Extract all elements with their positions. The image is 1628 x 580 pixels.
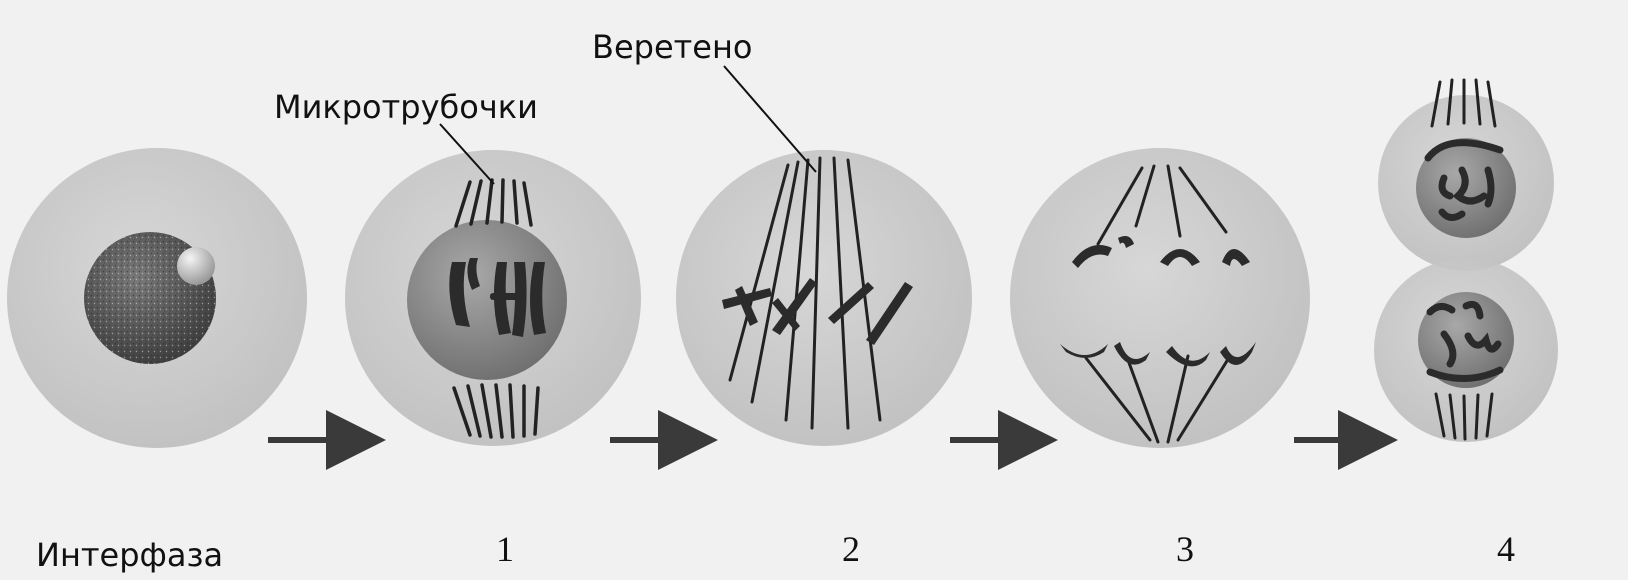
stage-4-chromosomes (1424, 139, 1504, 383)
stage-2-label: 2 (842, 529, 860, 569)
interphase-label: Интерфаза (36, 536, 224, 574)
stage-2-chromosomes (722, 278, 913, 345)
leader-lines (439, 65, 817, 185)
spindle-leader (723, 65, 817, 173)
microtubules-bottom (452, 383, 540, 439)
stage-1-cell (345, 150, 641, 446)
stage-3-fibers-top (1096, 164, 1228, 246)
stage-2-cell (676, 150, 972, 446)
interphase-cell (7, 148, 307, 448)
stage-4-microtubules-bottom (1434, 392, 1494, 441)
stage-3-label: 3 (1176, 529, 1194, 569)
stage-1-label: 1 (496, 529, 514, 569)
spindle-label: Веретено (592, 28, 753, 66)
stage-1-nucleus (407, 220, 567, 380)
stage-4-microtubules-top (1430, 78, 1497, 128)
stage-1-chromosomes (449, 258, 546, 337)
microtubules-label: Микротрубочки (274, 88, 538, 126)
stage-4-label: 4 (1497, 529, 1515, 569)
stage-3-cell (1010, 148, 1310, 448)
stage-4-cells (1374, 78, 1558, 442)
stage-4-nucleus-bottom (1418, 292, 1514, 388)
microtubules-leader (439, 123, 495, 185)
microtubules-top (454, 178, 533, 228)
nucleolus (177, 247, 215, 285)
stage-3-fibers-bottom (1084, 354, 1232, 444)
stage-3-chromosomes (1060, 236, 1256, 367)
